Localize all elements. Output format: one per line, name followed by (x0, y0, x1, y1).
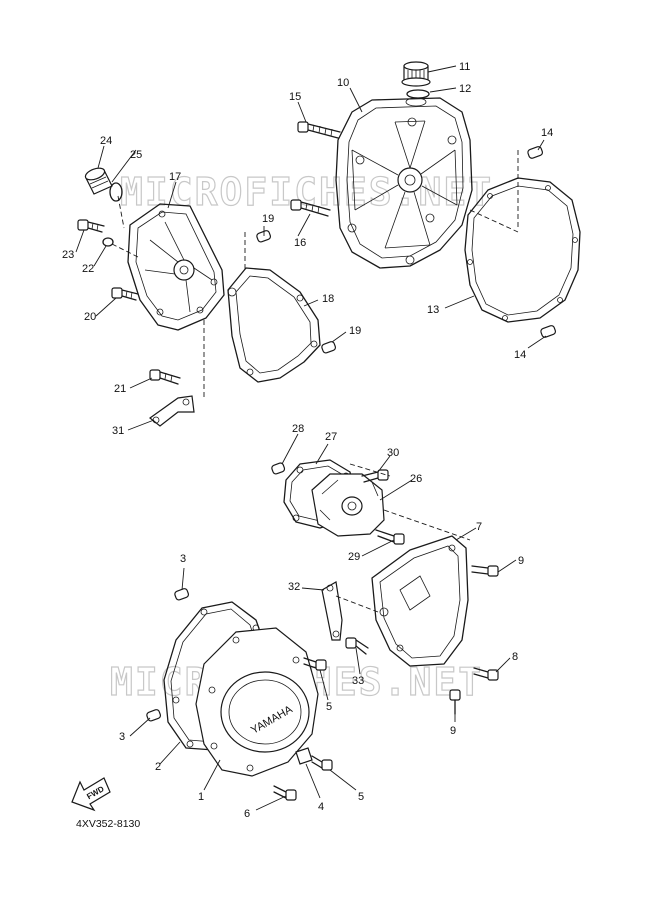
callout-33: 33 (352, 675, 364, 687)
callout-14-top: 14 (541, 127, 553, 139)
washer-22 (102, 237, 114, 247)
callout-6: 6 (244, 808, 250, 820)
callout-10: 10 (337, 77, 349, 89)
callout-1: 1 (198, 791, 204, 803)
cover-7 (371, 535, 469, 667)
bracket-31 (149, 395, 195, 427)
callout-18: 18 (322, 293, 334, 305)
diagram-code: 4XV352-8130 (76, 818, 141, 830)
callout-31: 31 (112, 425, 124, 437)
callout-26: 26 (410, 473, 422, 485)
leader-lines (75, 65, 547, 811)
clip-4 (295, 747, 313, 765)
generator-cover-1: YAMAHA (195, 627, 319, 777)
callout-4: 4 (318, 801, 324, 813)
callout-20: 20 (84, 311, 96, 323)
dowel-19-bottom (321, 341, 337, 354)
bolt-21 (149, 369, 181, 385)
dowel-19-top (256, 230, 272, 243)
callout-19-bottom: 19 (349, 325, 361, 337)
callout-2: 2 (155, 761, 161, 773)
callout-12: 12 (459, 83, 471, 95)
bolt-6 (273, 785, 297, 801)
o-ring-12 (406, 89, 430, 99)
callout-7: 7 (476, 521, 482, 533)
callout-23: 23 (62, 249, 74, 261)
callout-22: 22 (82, 263, 94, 275)
gasket-13 (464, 177, 581, 323)
bolt-15 (297, 121, 341, 139)
fwd-arrow-icon: FWD (71, 777, 111, 812)
dowel-3-left (146, 709, 162, 722)
callout-3-left: 3 (119, 731, 125, 743)
bolt-20 (111, 287, 139, 301)
bolt-30 (361, 469, 389, 483)
callout-14-bottom: 14 (514, 349, 526, 361)
callout-21: 21 (114, 383, 126, 395)
cover-26 (311, 473, 385, 537)
o-ring-25 (109, 182, 123, 202)
bolt-9-right (471, 565, 499, 577)
callout-15: 15 (289, 91, 301, 103)
bolt-16 (290, 199, 331, 217)
gasket-18 (227, 267, 321, 383)
bolt-5-upper (303, 657, 327, 671)
plug-24 (84, 167, 113, 195)
oil-filler-cap (401, 61, 431, 87)
callout-9-lower: 9 (450, 725, 456, 737)
bolt-5-lower (311, 755, 333, 771)
callouts: 11 12 (459, 61, 471, 95)
crankcase-cover-17 (127, 203, 225, 331)
dowel-3-top (174, 588, 190, 601)
callout-5-upper: 5 (326, 701, 332, 713)
callout-25: 25 (130, 149, 142, 161)
callout-17: 17 (169, 171, 181, 183)
bolt-33 (345, 637, 369, 655)
callout-27: 27 (325, 431, 337, 443)
callout-13: 13 (427, 304, 439, 316)
callout-28: 28 (292, 423, 304, 435)
callout-11: 11 (459, 61, 470, 73)
callout-9-right: 9 (518, 555, 524, 567)
callout-32: 32 (288, 581, 300, 593)
callout-29: 29 (348, 551, 360, 563)
watermark-top: MICROFICHES.NET (120, 170, 493, 214)
callout-16: 16 (294, 237, 306, 249)
bolt-23 (77, 219, 105, 233)
clutch-cover (335, 97, 473, 269)
callout-8: 8 (512, 651, 518, 663)
bracket-32 (321, 581, 343, 641)
callout-24: 24 (100, 135, 112, 147)
callout-3-top: 3 (180, 553, 186, 565)
callout-19-top: 19 (262, 213, 274, 225)
dowel-14-bottom (540, 325, 557, 338)
dowel-28 (271, 462, 286, 475)
dowel-14-top (527, 146, 544, 159)
callout-30: 30 (387, 447, 399, 459)
bolt-8 (473, 667, 499, 681)
bolt-9-lower (449, 689, 461, 715)
callout-5-lower: 5 (358, 791, 364, 803)
